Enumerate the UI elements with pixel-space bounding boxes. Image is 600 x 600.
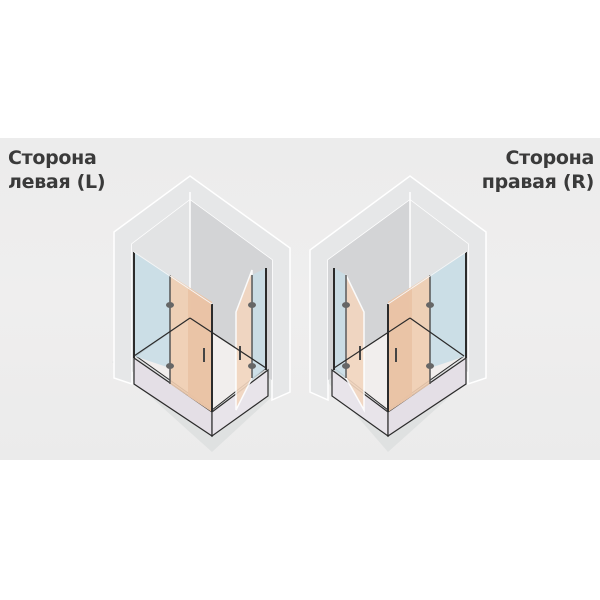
- glass-panel-left-fixed: [134, 252, 170, 368]
- hinge-icon: [342, 302, 350, 308]
- tray-edge: [189, 317, 267, 369]
- glass-panel-left-fixed: [334, 268, 346, 378]
- background-band: [0, 138, 600, 460]
- hinge-icon: [426, 363, 434, 369]
- hinge-icon: [248, 363, 256, 369]
- tray-edge: [333, 317, 411, 369]
- hinge-icon: [166, 302, 174, 308]
- hinge-icon: [342, 363, 350, 369]
- glass-door-panel-2: [388, 287, 412, 412]
- label-left-line2: левая (L): [8, 171, 106, 193]
- glass-top-edge: [387, 251, 467, 305]
- label-right-side: Сторона правая (R): [481, 146, 595, 194]
- label-right-line1: Сторона: [505, 147, 594, 169]
- label-left-line1: Сторона: [8, 147, 97, 169]
- label-left-side: Сторона левая (L): [8, 146, 106, 194]
- hinge-icon: [426, 302, 434, 308]
- glass-panel-right-fixed: [252, 268, 266, 380]
- hinge-icon: [248, 302, 256, 308]
- tray-front-right: [387, 356, 467, 438]
- glass-door-panel-2: [188, 287, 212, 412]
- tray-edge: [409, 317, 465, 357]
- tray-edge: [133, 317, 191, 357]
- glass-top-edge: [133, 251, 213, 305]
- label-right-line2: правая (R): [481, 171, 595, 193]
- hinge-icon: [166, 363, 174, 369]
